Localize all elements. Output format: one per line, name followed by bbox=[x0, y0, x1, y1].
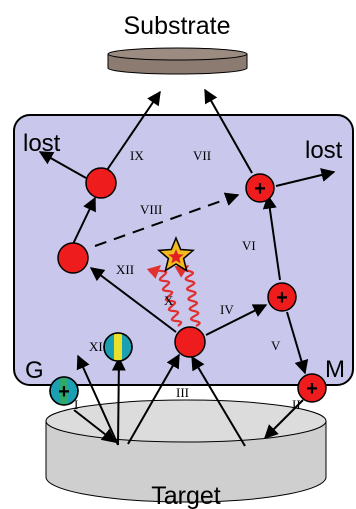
gas-ion-g: + bbox=[49, 376, 79, 406]
step-label-xii: XII bbox=[116, 262, 134, 277]
lost-label-right: lost bbox=[305, 137, 343, 164]
photon-wave-left bbox=[146, 265, 183, 327]
arrow-iii-right bbox=[191, 355, 246, 447]
arrow-vii bbox=[204, 88, 253, 174]
step-label-ii: II bbox=[292, 397, 301, 412]
step-label-i: I bbox=[74, 397, 78, 412]
arrow-ix-up bbox=[72, 196, 96, 245]
step-label-viii: VIII bbox=[140, 202, 162, 217]
ion-plus-iv: + bbox=[276, 287, 288, 309]
species-label-m: M bbox=[325, 356, 345, 383]
arrow-vi bbox=[262, 194, 281, 281]
step-label-iii: III bbox=[176, 385, 189, 400]
arrow-xi-right bbox=[111, 356, 126, 446]
particle-ix bbox=[85, 167, 117, 199]
arrow-v bbox=[286, 311, 309, 375]
arrow-viii bbox=[94, 192, 240, 247]
arrow-ix bbox=[106, 90, 161, 171]
step-label-v: V bbox=[271, 338, 281, 353]
arrow-i bbox=[73, 409, 117, 443]
species-label-g: G bbox=[25, 357, 44, 384]
arrow-ii bbox=[264, 399, 304, 439]
step-label-xi: XI bbox=[89, 339, 103, 354]
arrow-iii-left bbox=[127, 353, 180, 445]
ion-plus-m: + bbox=[306, 378, 318, 400]
step-label-vii: VII bbox=[193, 148, 211, 163]
particle-xii bbox=[57, 242, 89, 274]
substrate-disk bbox=[107, 47, 248, 75]
ion-plus-g: + bbox=[58, 381, 70, 403]
ion-iv bbox=[267, 282, 297, 312]
excitation-star-core bbox=[168, 249, 184, 264]
step-label-x: X bbox=[164, 293, 174, 308]
step-label-ix: IX bbox=[130, 148, 144, 163]
arrow-xi-left bbox=[76, 354, 119, 446]
photon-wave-right bbox=[174, 265, 201, 327]
target-label: Target bbox=[151, 482, 221, 509]
arrow-lost-left bbox=[38, 151, 87, 179]
step-label-vi: VI bbox=[242, 238, 256, 253]
particle-iii bbox=[174, 326, 206, 358]
arrow-xii bbox=[89, 267, 177, 333]
excited-particle-xi bbox=[103, 332, 133, 362]
ion-m bbox=[297, 373, 327, 403]
step-label-iv: IV bbox=[220, 302, 234, 317]
ion-vii bbox=[245, 173, 275, 203]
ion-plus-vii: + bbox=[254, 178, 266, 200]
arrow-lost-right bbox=[275, 168, 336, 187]
substrate-label: Substrate bbox=[123, 12, 230, 40]
arrow-iv bbox=[205, 304, 268, 336]
